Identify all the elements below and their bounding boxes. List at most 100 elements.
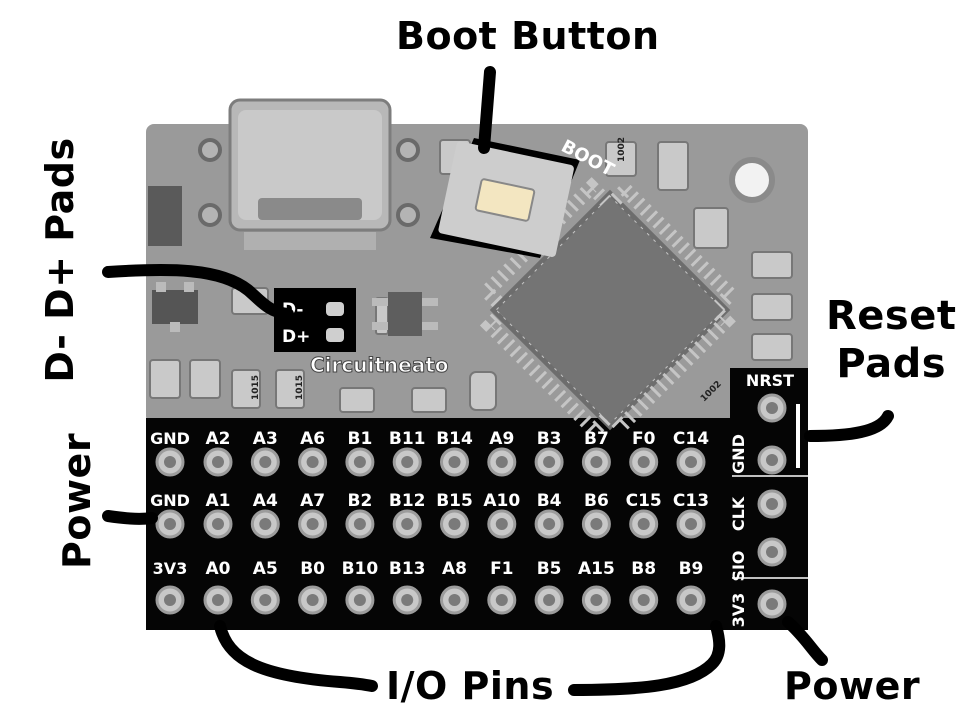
pin-hole [685, 518, 697, 530]
power-pin-label: GND [150, 429, 190, 448]
pin-hole [164, 594, 176, 606]
pcb-header [146, 418, 808, 630]
pin-hole [766, 454, 778, 466]
pin-label: A8 [442, 559, 467, 579]
boot-button-icon[interactable]: BOOT [430, 136, 618, 258]
pin-label: B14 [436, 429, 473, 449]
passive-components [149, 139, 793, 413]
pin-label: B13 [389, 559, 426, 579]
reset-pads-callout-line2: Pads [836, 341, 947, 387]
pin-label: B12 [389, 491, 426, 511]
pin-label: A0 [206, 559, 231, 579]
pin-hole [766, 402, 778, 414]
pin-hole [306, 518, 319, 530]
pin-hole [637, 594, 650, 606]
reset-pads-callout: Reset Pads [826, 292, 957, 388]
pin-hole [543, 594, 556, 606]
brand-logo: Circuitneato [310, 353, 449, 377]
dplus-silk: D+ [282, 327, 310, 347]
pin-hole [766, 498, 778, 510]
pin-label: B7 [584, 429, 609, 449]
edge-pin-label: SIO [729, 550, 748, 581]
pin-hole [543, 456, 556, 468]
pin-label: A4 [253, 491, 278, 511]
pin-hole [448, 594, 461, 606]
pin-label: A6 [300, 429, 325, 449]
pin-hole [448, 456, 461, 468]
pin-hole [495, 456, 508, 468]
pin-label: B6 [584, 491, 609, 511]
pin-label: A9 [489, 429, 514, 449]
power-right-callout: Power [784, 664, 921, 708]
io-pins-callout: I/O Pins [386, 664, 555, 708]
pin-hole [637, 518, 650, 530]
edge-pin-label: 3V3 [729, 593, 748, 628]
pin-hole [259, 518, 272, 530]
power-pin-label: GND [150, 491, 190, 510]
pin-hole [637, 456, 650, 468]
power-pin-label: 3V3 [153, 559, 188, 578]
pin-hole [685, 594, 697, 606]
left-power-column: GND GND 3V3 [150, 429, 190, 615]
pin-hole [401, 594, 414, 606]
pin-label: B0 [300, 559, 325, 579]
pin-hole [353, 594, 366, 606]
pin-label: A1 [206, 491, 231, 511]
pin-label: B11 [389, 429, 426, 449]
pin-label: A2 [206, 429, 231, 449]
pin-label: B4 [537, 491, 562, 511]
pin-label: F1 [490, 559, 513, 579]
pin-hole [590, 594, 603, 606]
pin-hole [259, 594, 272, 606]
pin-label: B10 [342, 559, 379, 579]
pin-hole [353, 456, 366, 468]
pin-label: F0 [632, 429, 656, 449]
dm-dp-pads-callout: D- D+ Pads [38, 137, 82, 383]
pin-label: C15 [626, 491, 662, 511]
pin-label: C14 [673, 429, 709, 449]
pin-hole [543, 518, 556, 530]
pin-label: B8 [631, 559, 656, 579]
pin-hole [590, 518, 603, 530]
pin-hole [401, 518, 414, 530]
pin-label: A7 [300, 491, 325, 511]
regulator-icon [148, 186, 198, 332]
pin-hole [212, 456, 224, 468]
pin-hole [590, 456, 603, 468]
pin-label: A3 [253, 429, 278, 449]
usb-c-connector-icon [198, 98, 420, 250]
pin-hole [212, 594, 224, 606]
pin-hole [164, 518, 176, 530]
pin-hole [685, 456, 697, 468]
pin-hole [164, 456, 176, 468]
pin-label: B5 [537, 559, 562, 579]
mounting-hole-icon [729, 157, 775, 203]
right-pad-column: NRST GND CLK SIO 3V3 [729, 371, 794, 627]
reset-pads-callout-line1: Reset [826, 293, 957, 339]
edge-pin-label: GND [729, 434, 748, 474]
pin-label: B2 [348, 491, 373, 511]
pin-label: A15 [578, 559, 615, 579]
pin-label: B15 [436, 491, 473, 511]
pin-label: A10 [483, 491, 520, 511]
pin-hole [353, 518, 366, 530]
sot23-icon [372, 292, 438, 336]
pin-hole [306, 594, 319, 606]
usb-data-pads[interactable]: D- D+ [274, 288, 356, 352]
resistor-code-1: 1002 [617, 137, 627, 162]
resistor-code-3: 1015 [251, 375, 261, 400]
pin-hole [495, 594, 508, 606]
pin-hole [766, 546, 778, 558]
edge-pin-label: NRST [746, 371, 794, 390]
edge-pin-label: CLK [729, 496, 748, 531]
pin-hole [766, 598, 778, 610]
boot-button-callout: Boot Button [396, 14, 660, 58]
pin-hole [448, 518, 461, 530]
pin-hole [306, 456, 319, 468]
pin-label: A5 [253, 559, 278, 579]
pin-hole [401, 456, 414, 468]
callout-lines [102, 66, 894, 696]
pin-label: B3 [537, 429, 562, 449]
